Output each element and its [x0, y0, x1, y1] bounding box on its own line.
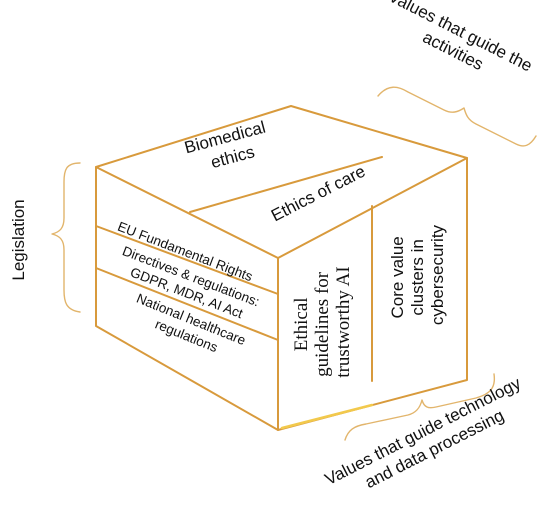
- left-face-divider-2: [95, 267, 279, 341]
- svg-text:Ethical guidelines for: Ethical guidelines for trustworthy AI: [291, 266, 354, 377]
- left-face-divider-1: [95, 225, 279, 295]
- core-line-1: Core value: [388, 236, 407, 318]
- legislation-label: Legislation: [9, 199, 28, 280]
- ethical-line-1: Ethical: [291, 297, 312, 351]
- svg-text:Core value clusters in: Core value clusters in cybersecurity: [388, 224, 447, 325]
- svg-text:Values that guide the ac: Values that guide the activities: [376, 0, 540, 96]
- core-value-clusters-label: Core value clusters in cybersecurity: [388, 224, 447, 325]
- top-face-divider: [189, 156, 383, 213]
- ethical-line-2: guidelines for: [312, 271, 333, 377]
- svg-text:Biomedical ethics: Biomedical ethics: [182, 116, 277, 177]
- core-line-2: clusters in: [408, 239, 427, 316]
- ethical-line-3: trustworthy AI: [333, 266, 354, 377]
- ethical-guidelines-label: Ethical guidelines for trustworthy AI: [291, 266, 354, 377]
- values-guide-activities-label: Values that guide the activities: [376, 0, 540, 96]
- top-right-brace: [377, 86, 537, 147]
- left-face-outline: [95, 166, 279, 431]
- bottom-edge-accent: [280, 403, 374, 430]
- core-line-3: cybersecurity: [428, 224, 447, 325]
- bottom-right-brace: [344, 373, 496, 441]
- values-guide-technology-label: Values that guide technology and data pr…: [322, 371, 538, 507]
- svg-text:Values that guide technology: Values that guide technology and data pr…: [322, 371, 538, 507]
- left-brace: [51, 162, 81, 313]
- biomedical-ethics-label: Biomedical ethics: [182, 116, 277, 177]
- ethics-of-care-label: Ethics of care: [268, 162, 368, 226]
